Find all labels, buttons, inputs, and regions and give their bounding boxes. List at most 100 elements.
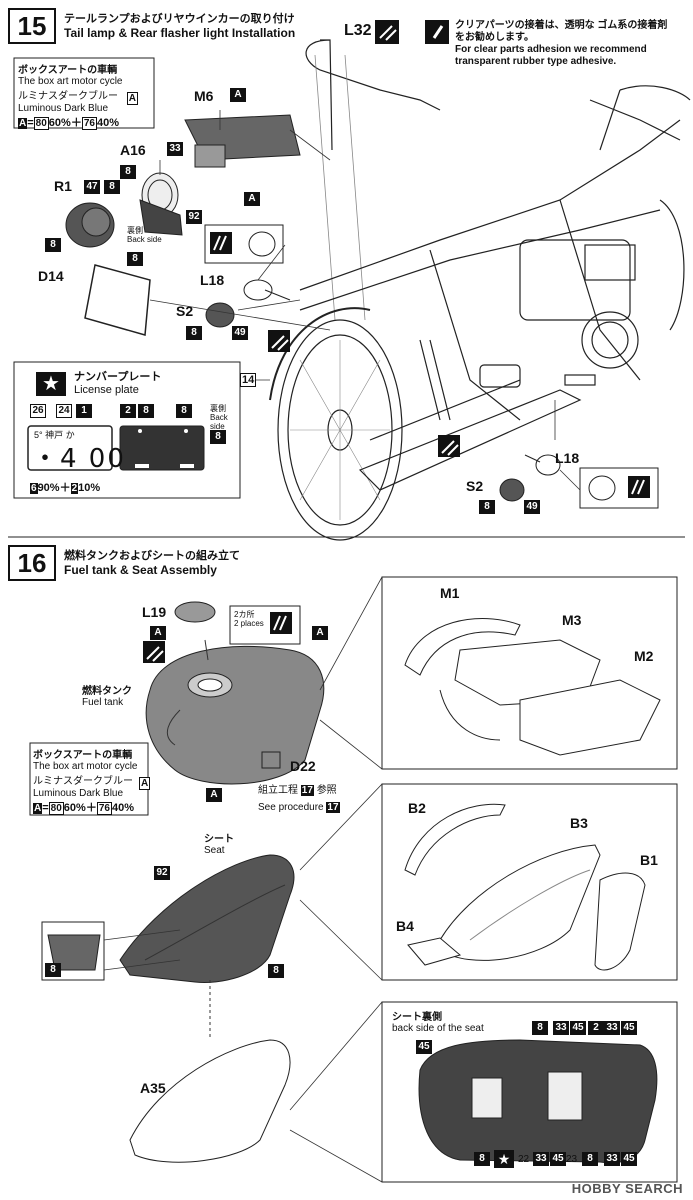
code-a-small: A	[244, 192, 260, 206]
part-label-r1: R1	[54, 178, 72, 194]
seat-back-en: back side of the seat	[392, 1023, 484, 1034]
plate-back-jp: 裏側	[210, 404, 226, 413]
motorcycle-drawing	[269, 39, 691, 541]
code-47: 47	[84, 180, 100, 194]
boxart16-color-en: Luminous Dark Blue	[33, 788, 124, 799]
mix16-pct-2: 40%	[111, 802, 134, 814]
code-a-l19: A	[150, 626, 166, 640]
mix-pct-1: 60%＋	[48, 117, 82, 129]
part-label-b4: B4	[396, 918, 414, 934]
code-8-back-3: 8	[582, 1152, 598, 1166]
two-places-note: 2カ所 2 places	[234, 610, 264, 628]
see-en: See procedure	[258, 802, 324, 813]
step-number-16: 16	[8, 545, 56, 581]
mix-equals: =	[27, 117, 34, 129]
plate-mix: 690%＋210%	[30, 479, 100, 496]
code-33: 33	[167, 142, 183, 156]
part-label-m3: M3	[562, 612, 582, 628]
boxart-color-en: Luminous Dark Blue	[18, 103, 109, 114]
code-8-s2-left: 8	[186, 326, 202, 340]
part-label-l19: L19	[142, 604, 167, 620]
boxart-jp: ボックスアートの車輌	[18, 65, 118, 76]
step-number: 15	[8, 8, 56, 44]
code-a-m6: A	[230, 88, 246, 102]
license-plate-title-jp: ナンバープレート	[74, 371, 162, 383]
code-92: 92	[186, 210, 202, 224]
see-jp: 組立工程	[258, 785, 298, 796]
step-title-16-en: Fuel tank & Seat Assembly	[64, 563, 217, 577]
license-plate-title: ナンバープレート License plate	[74, 368, 161, 396]
code-23: 23	[566, 1154, 578, 1165]
see-num-jp: 17	[300, 785, 314, 796]
seat-back-jp: シート裏側	[392, 1012, 442, 1023]
code-45-b: 45	[570, 1021, 586, 1035]
back-side-note: 裏側 Back side	[127, 226, 167, 244]
part-label-d22: D22	[290, 758, 316, 774]
code-33-b: 33	[604, 1021, 620, 1035]
part-label-l32: L32	[344, 22, 372, 39]
mix-code-a: A	[18, 118, 28, 129]
part-label-b3: B3	[570, 815, 588, 831]
plate-number: ・4 00	[32, 444, 126, 474]
code-8-plate-c: 8	[210, 430, 226, 444]
code-2-seat: 2	[588, 1021, 604, 1035]
code-33-c: 33	[533, 1152, 549, 1166]
plate-back-en: Back side	[210, 413, 228, 431]
code-92-seat: 92	[154, 866, 170, 880]
boxart16-en: The box art motor cycle	[33, 761, 138, 772]
seat-label: シート Seat	[204, 830, 234, 856]
mix-code-6: 6	[30, 483, 38, 494]
boxart-color-box: ボックスアートの車輌 The box art motor cycle ルミナスダ…	[18, 61, 152, 131]
adhesive-note-en: For clear parts adhesion we recommend tr…	[455, 44, 647, 67]
fuel-tank-en: Fuel tank	[82, 697, 124, 708]
mix-code-76: 76	[81, 117, 97, 130]
part-label-d14: D14	[38, 268, 64, 284]
code-45-e: 45	[621, 1152, 637, 1166]
back-side-jp: 裏側	[127, 226, 143, 235]
part-label-s2-left: S2	[176, 303, 194, 319]
code-8-seat-left: 8	[45, 963, 61, 977]
code-33-d: 33	[604, 1152, 620, 1166]
two-places-en: 2 places	[234, 619, 264, 628]
see-jp2: 参照	[316, 785, 337, 796]
code-8-r1: 8	[104, 180, 120, 194]
license-plate-title-en: License plate	[74, 384, 139, 396]
back-side-en: Back side	[127, 235, 162, 244]
part-label-a16: A16	[120, 142, 146, 158]
adhesive-note: クリアパーツの接着は、透明な ゴム系の接着剤をお勧めします。 For clear…	[455, 20, 675, 68]
step-title-16-jp: 燃料タンクおよびシートの組み立て	[64, 550, 240, 562]
code-8-back-1: 8	[532, 1021, 548, 1035]
code-8-a16: 8	[120, 165, 136, 179]
part-label-m1: M1	[440, 585, 460, 601]
see-num-en: 17	[326, 802, 340, 813]
code-45-c: 45	[621, 1021, 637, 1035]
fuel-tank-jp: 燃料タンク	[82, 686, 132, 697]
mix16-pct-1: 60%＋	[63, 802, 97, 814]
code-24: 24	[56, 404, 72, 418]
code-33-a: 33	[553, 1021, 569, 1035]
code-26: 26	[30, 404, 46, 418]
seat-back-title: シート裏側 back side of the seat	[392, 1008, 484, 1034]
code-8-s2-right: 8	[479, 500, 495, 514]
part-label-b2: B2	[408, 800, 426, 816]
code-2: 2	[120, 404, 136, 418]
watermark: HOBBY SEARCH	[571, 1181, 683, 1196]
code-a-tank-right: A	[312, 626, 328, 640]
mix16-eq: =	[42, 802, 49, 814]
mix-code-80: 80	[33, 117, 49, 130]
code-8-back-2: 8	[474, 1152, 490, 1166]
part-label-m6: M6	[194, 88, 214, 104]
code-49-left: 49	[232, 326, 248, 340]
code-a-tank-bottom: A	[206, 788, 222, 802]
seat-en: Seat	[204, 845, 225, 856]
see-procedure: 組立工程 17 参照 See procedure 17	[258, 781, 340, 815]
code-8-back: 8	[127, 252, 143, 266]
boxart16-code: A	[139, 777, 151, 790]
star-icon-seat: ★	[494, 1150, 514, 1168]
mix16-code-76: 76	[96, 802, 112, 815]
color-code-a: A	[126, 92, 139, 105]
mix16-code-a: A	[33, 803, 43, 814]
part-label-b1: B1	[640, 852, 658, 868]
mix-pct-2: 40%	[96, 117, 119, 129]
